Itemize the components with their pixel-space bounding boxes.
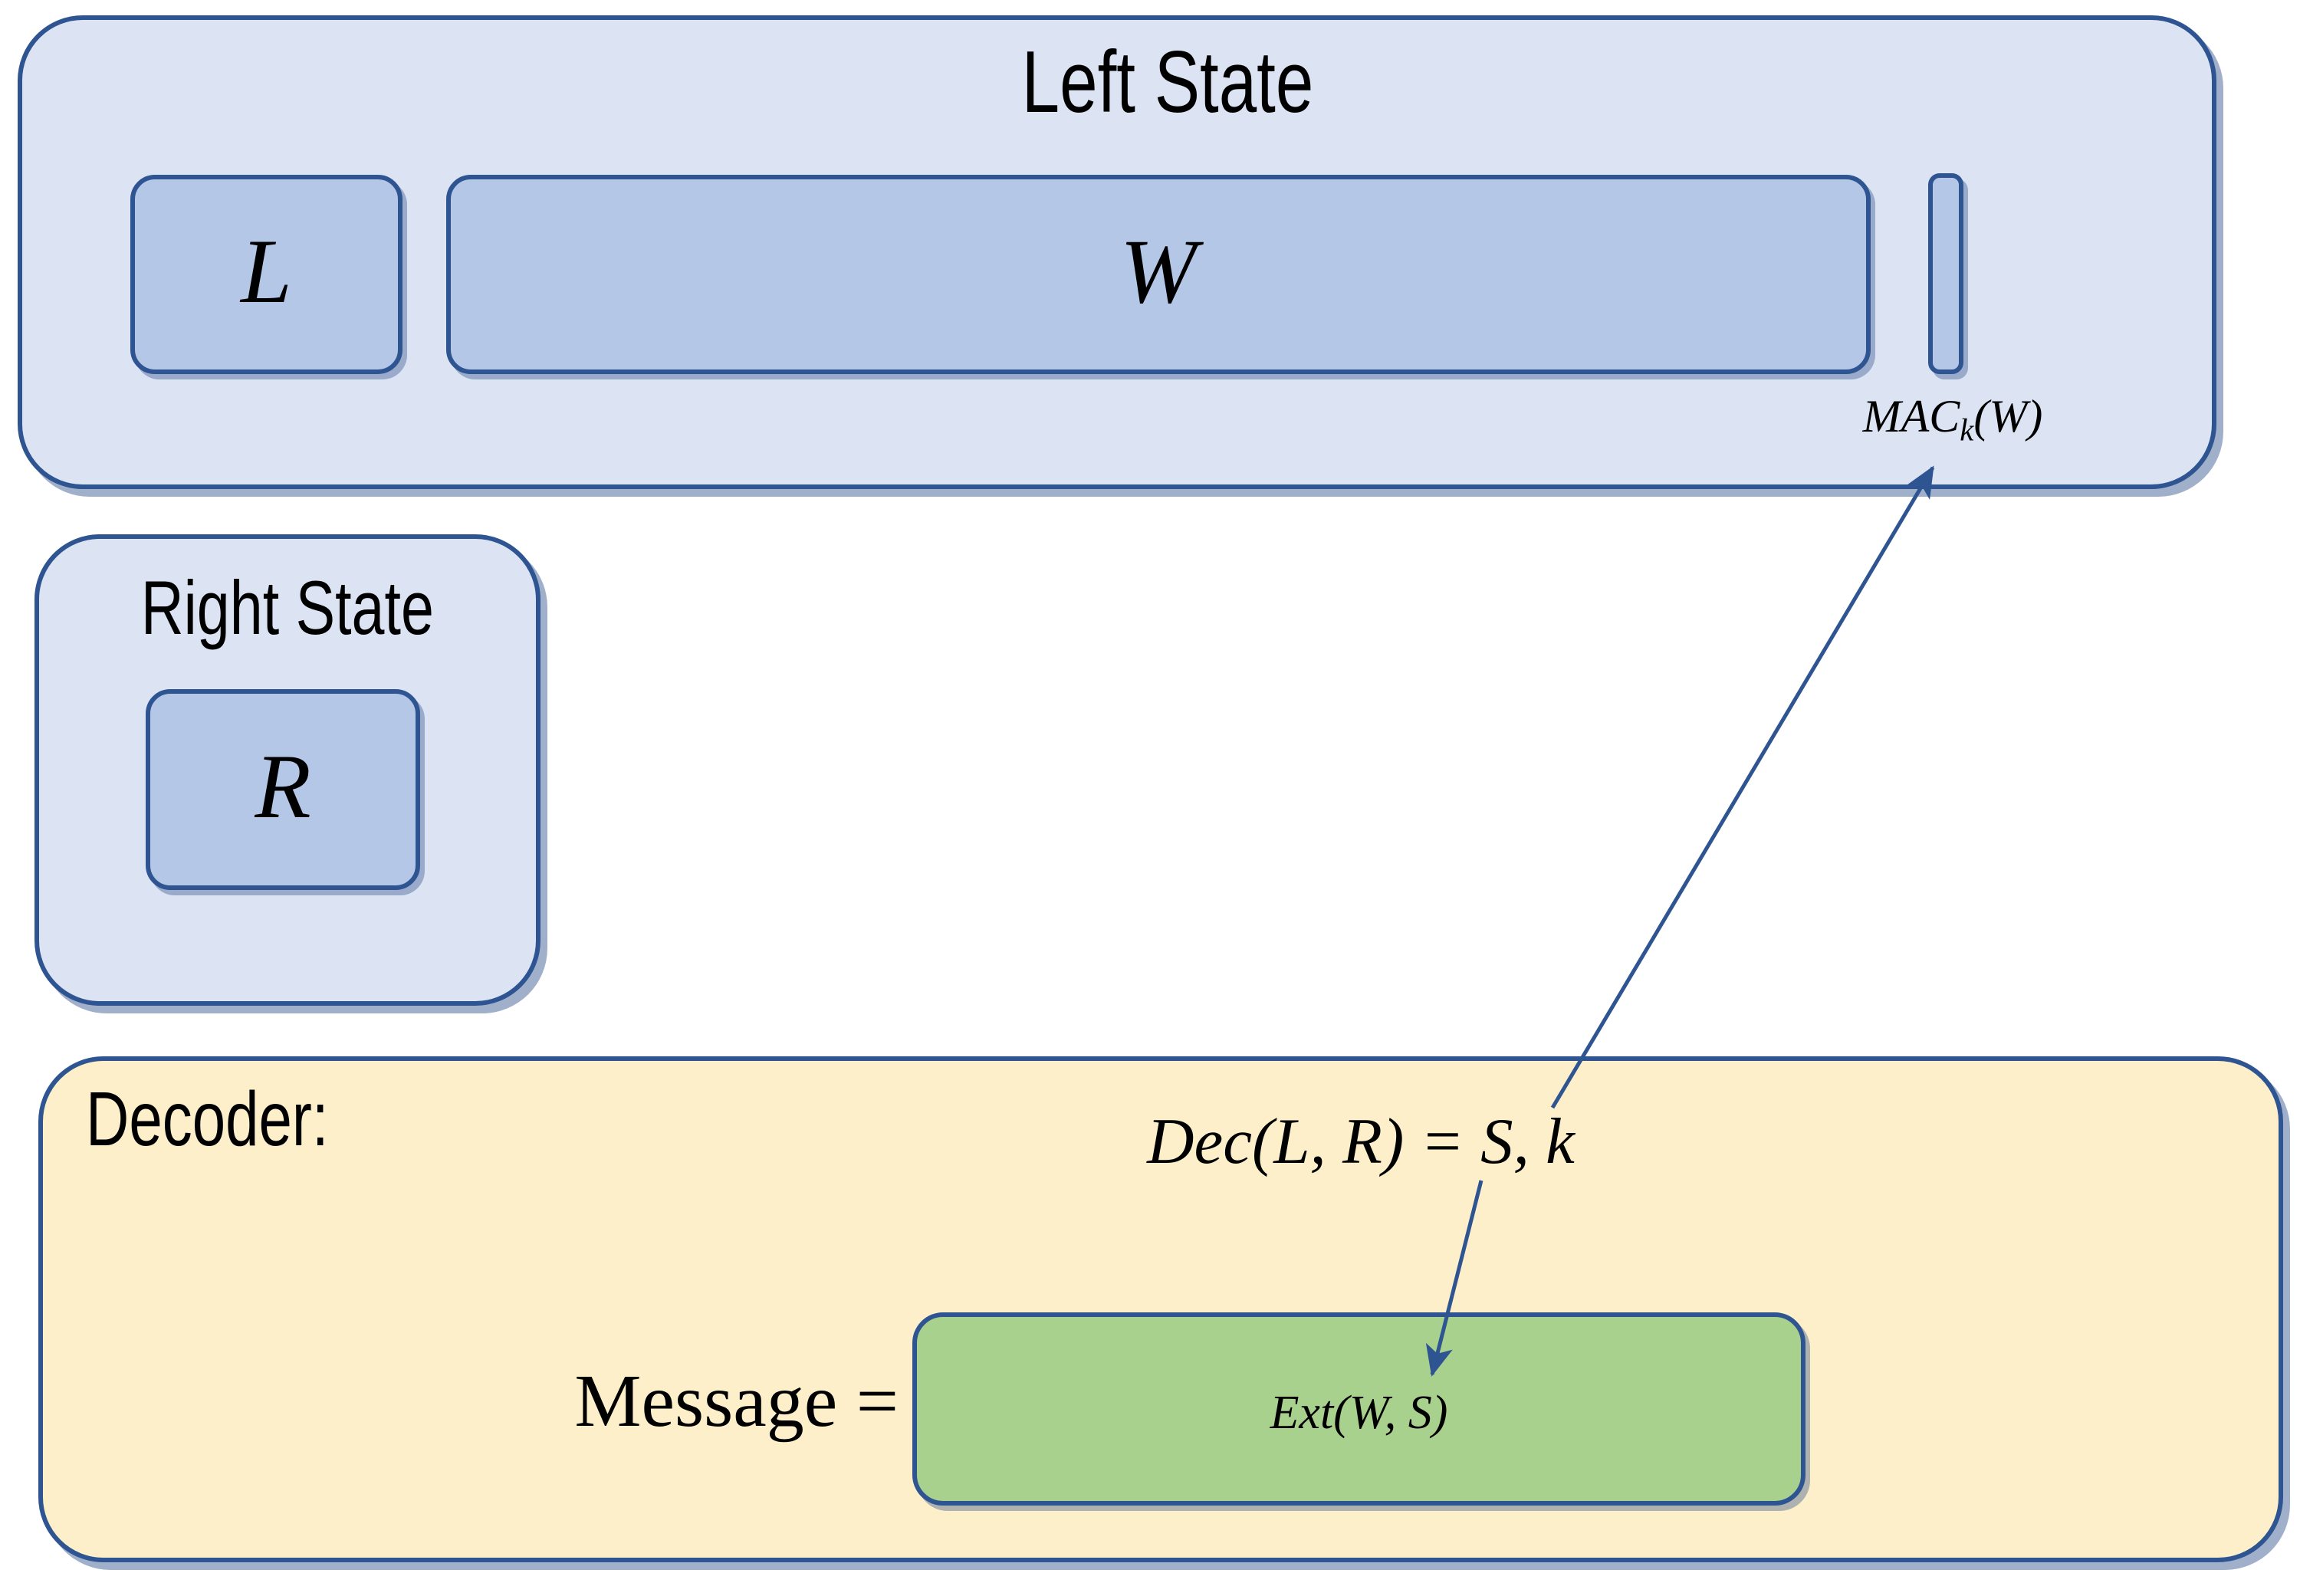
decoder-title: Decoder: (86, 1072, 397, 1167)
mac-strip-cell (1928, 173, 1963, 374)
message-label: Message = (574, 1360, 899, 1443)
mac-label-subscript: k (1960, 412, 1974, 448)
w-cell: W (446, 175, 1871, 374)
mac-label: MACk(W) (1761, 386, 2144, 446)
left-state-title: Left State (73, 28, 2262, 138)
l-cell-label: L (241, 220, 292, 322)
decoder-box: Decoder: Dec(L, R) = S, k Message = Ext(… (38, 1056, 2283, 1562)
arrow-dec-to-mac (1550, 465, 1935, 1109)
w-cell-label: W (1120, 220, 1197, 322)
ext-cell-label: Ext(W, S) (1270, 1386, 1448, 1439)
mac-label-base: MAC (1862, 391, 1960, 442)
right-state-box: Right State R (34, 534, 540, 1006)
left-state-title-text: Left State (1021, 34, 1314, 131)
decoder-formula: Dec(L, R) = S, k (1147, 1105, 1575, 1177)
ext-cell: Ext(W, S) (912, 1312, 1806, 1506)
right-state-title-text: Right State (140, 565, 435, 650)
r-cell-label: R (255, 735, 311, 837)
right-state-title: Right State (39, 560, 536, 655)
r-cell: R (146, 689, 420, 890)
l-cell: L (130, 175, 402, 374)
left-state-box: Left State L W MACk(W) (18, 15, 2216, 489)
mac-label-args: (W) (1973, 391, 2043, 442)
decoder-title-text: Decoder: (86, 1076, 329, 1162)
